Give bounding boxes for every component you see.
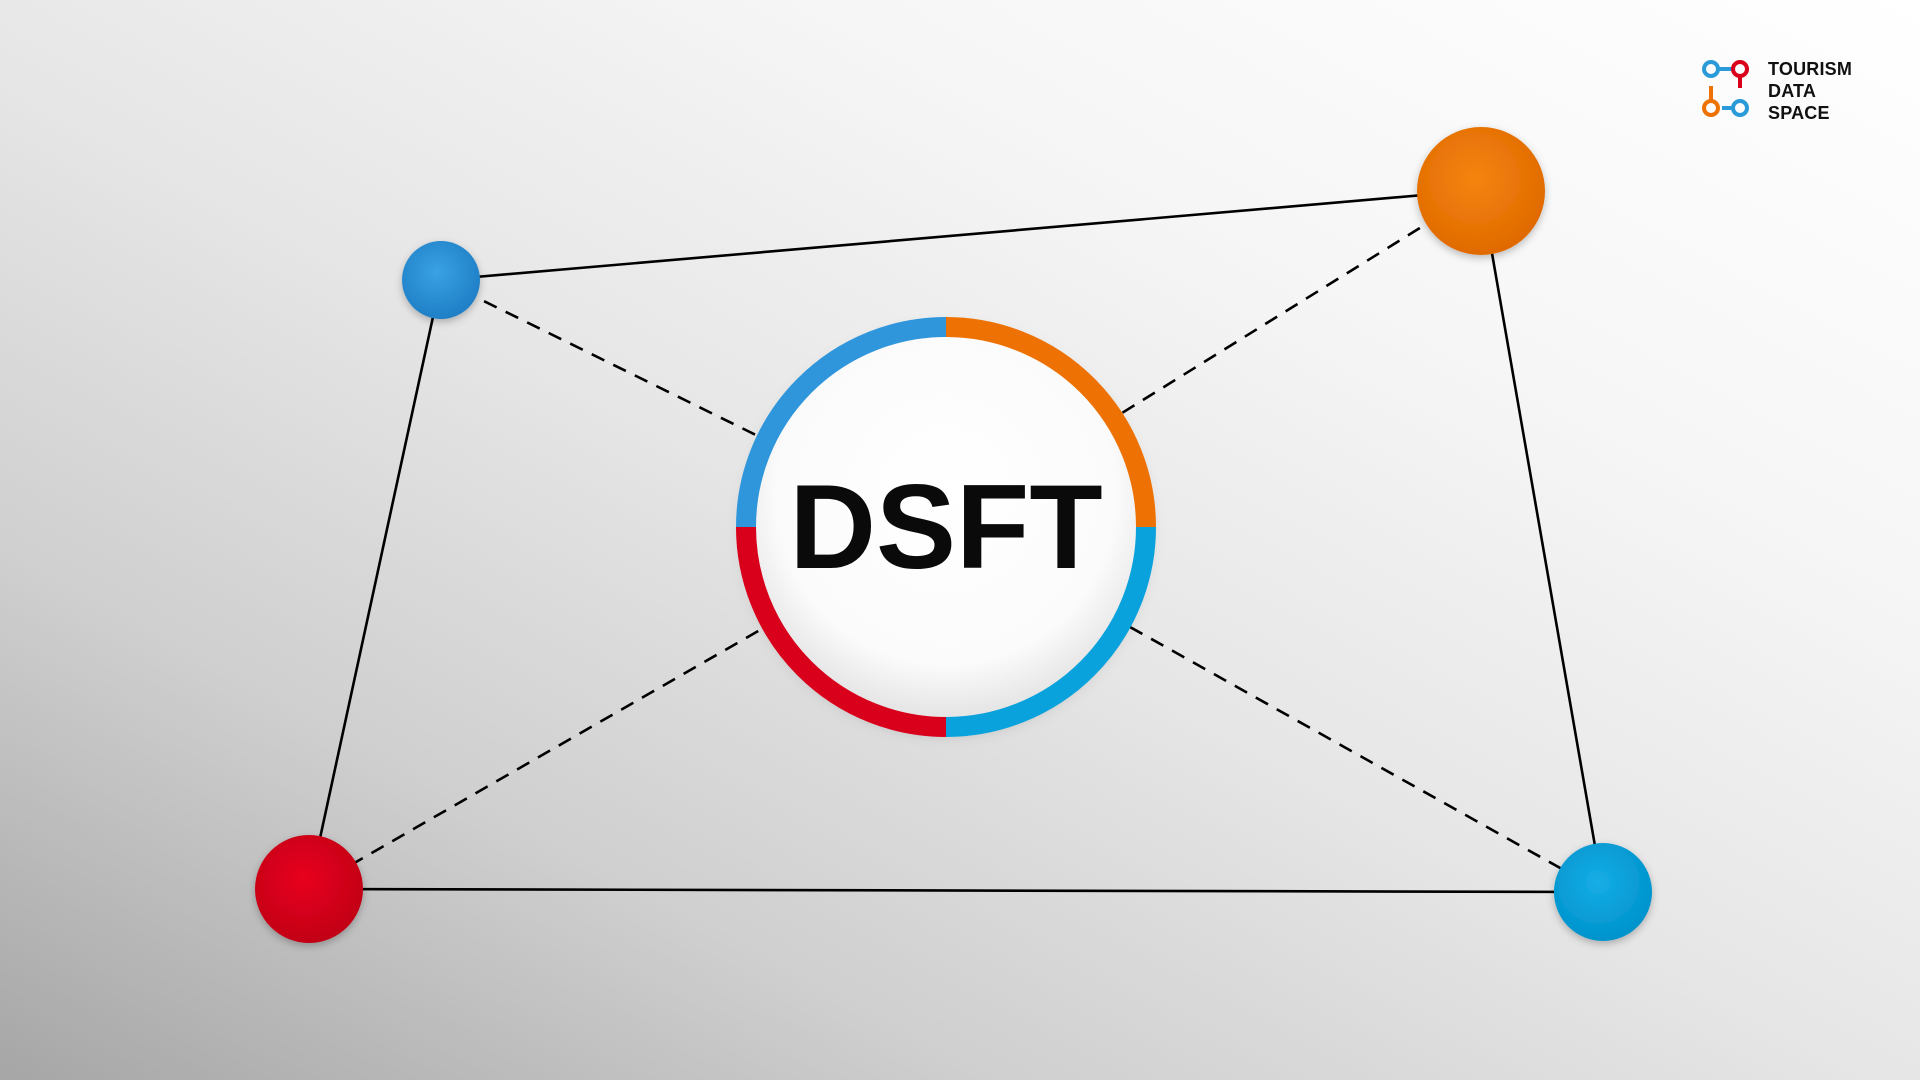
- ring-segment-top-left: [736, 317, 947, 528]
- dashed-edge-bottom-left: [308, 628, 761, 891]
- logo-line-1: TOURISM: [1768, 59, 1853, 79]
- edge-left: [307, 279, 443, 890]
- logo-line-2: DATA: [1768, 81, 1817, 101]
- edge-right: [1479, 189, 1605, 893]
- ring-segment-bottom-right: [945, 526, 1156, 737]
- ring-segment-bottom-left: [736, 526, 947, 737]
- node-bottom-right: [1554, 843, 1652, 941]
- tourism-data-space-logo: TOURISM DATA SPACE: [1702, 58, 1872, 124]
- logo-mark-icon: [1702, 60, 1749, 117]
- logo-line-3: SPACE: [1768, 103, 1830, 123]
- edge-top: [440, 188, 1482, 282]
- dashed-edge-top-left: [440, 278, 761, 439]
- dashed-edge-bottom-right: [1129, 625, 1604, 894]
- node-bottom-left: [255, 835, 363, 943]
- node-top-left: [402, 241, 480, 319]
- edge-bottom: [308, 887, 1604, 894]
- center-label: DSFT: [789, 460, 1102, 594]
- ring-segment-top-right: [945, 317, 1156, 528]
- logo-text: TOURISM DATA SPACE: [1768, 58, 1852, 124]
- center-hub: DSFT: [736, 317, 1156, 737]
- node-top-right: [1417, 127, 1545, 255]
